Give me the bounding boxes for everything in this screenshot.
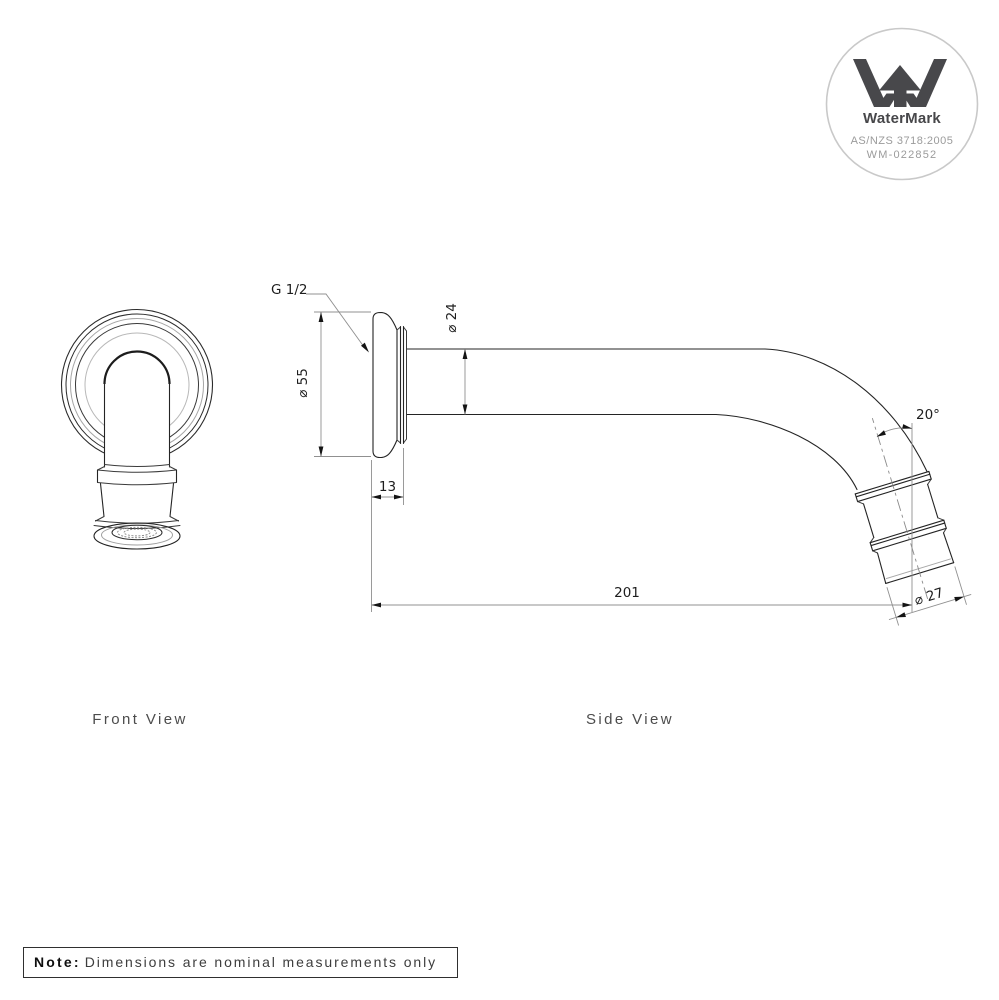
note-label: Note: <box>34 954 81 970</box>
side-view-label: Side View <box>585 711 675 728</box>
front-view-label: Front View <box>92 711 188 728</box>
spout-tube-front <box>93 350 181 550</box>
dim-arm-diameter-label: ⌀ 24 <box>444 303 460 333</box>
dim-outlet-angle-label: 20° <box>916 407 940 423</box>
watermark-standard-text: AS/NZS 3718:2005 <box>850 135 954 147</box>
dimension-flange-diameter: ⌀ 55 <box>295 311 371 457</box>
dim-flange-depth-label: 13 <box>379 479 396 495</box>
dimension-outlet-diameter: ⌀ 27 <box>886 566 972 626</box>
note-box: Note:Dimensions are nominal measurements… <box>23 947 458 978</box>
tip-centerline <box>871 417 929 599</box>
dim-thread-label: G 1/2 <box>271 282 307 298</box>
watermark-license-text: WM-022852 <box>866 149 938 161</box>
dim-overall-length-label: 201 <box>614 585 640 601</box>
dimension-outlet-angle: 20° <box>876 407 940 437</box>
dimension-flange-depth: 13 <box>371 448 404 505</box>
dimension-thread: G 1/2 <box>271 282 369 353</box>
arm-outline <box>406 348 928 491</box>
dim-outlet-diameter-label: ⌀ 27 <box>913 585 946 609</box>
dim-flange-diameter-label: ⌀ 55 <box>295 368 311 398</box>
dimension-arm-diameter: ⌀ 24 <box>444 303 468 415</box>
side-view-drawing: ⌀ 27 <box>372 311 972 626</box>
spout-silhouette <box>94 351 180 549</box>
note-text: Dimensions are nominal measurements only <box>84 954 438 970</box>
wall-flange <box>372 311 407 459</box>
aerator-mesh <box>117 526 157 539</box>
watermark-ring <box>825 27 979 181</box>
watermark-w-icon <box>853 59 947 107</box>
watermark-brand-text: WaterMark <box>863 110 941 127</box>
dimension-overall-length: 201 <box>371 423 913 612</box>
front-view-drawing <box>60 308 214 550</box>
spout-tip: ⌀ 27 <box>854 417 972 626</box>
watermark-logo <box>825 27 979 181</box>
